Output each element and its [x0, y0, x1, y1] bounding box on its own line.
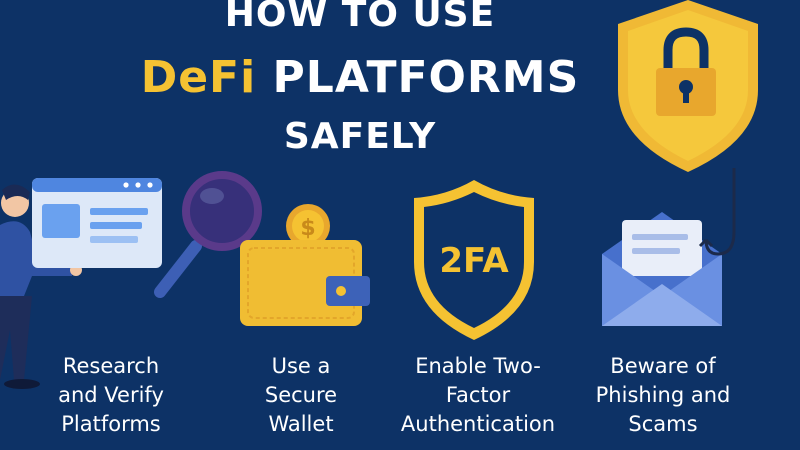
step-research-caption: Research and Verify Platforms [16, 352, 206, 439]
title-line-1: HOW TO USE [224, 0, 496, 35]
step-research-line: Research [62, 354, 160, 378]
step-wallet-line: Use a [271, 354, 331, 378]
phishing-envelope-icon [602, 168, 736, 326]
title-highlight: DeFi [140, 52, 257, 103]
step-2fa-line: Enable Two- [415, 354, 541, 378]
step-phishing-line: Phishing and [595, 383, 731, 407]
coin-icon: $ [286, 204, 330, 248]
step-wallet-line: Secure [264, 383, 338, 407]
step-research-line: Platforms [61, 412, 161, 436]
step-2fa-line: Factor [445, 383, 511, 407]
lock-shield-icon [618, 0, 758, 172]
title-line-3: SAFELY [283, 116, 437, 157]
shield-2fa-icon: 2FA [414, 180, 534, 340]
fish-hook-icon [698, 168, 736, 256]
step-phishing-caption: Beware of Phishing and Scams [568, 352, 758, 439]
step-wallet-caption: Use a Secure Wallet [206, 352, 396, 439]
title-line-2-rest: PLATFORMS [272, 52, 580, 103]
magnifier-icon [154, 171, 262, 298]
step-wallet-line: Wallet [268, 412, 334, 436]
step-2fa-caption: Enable Two- Factor Authentication [383, 352, 573, 439]
title-line-2: DeFi PLATFORMS [0, 52, 720, 103]
browser-window-icon [32, 178, 162, 268]
step-phishing-line: Beware of [610, 354, 716, 378]
badge-2fa-text: 2FA [439, 241, 509, 281]
step-research-line: and Verify [58, 383, 164, 407]
step-2fa-line: Authentication [400, 412, 556, 436]
wallet-icon [240, 240, 370, 326]
coin-symbol: $ [300, 216, 315, 241]
step-phishing-line: Scams [628, 412, 698, 436]
